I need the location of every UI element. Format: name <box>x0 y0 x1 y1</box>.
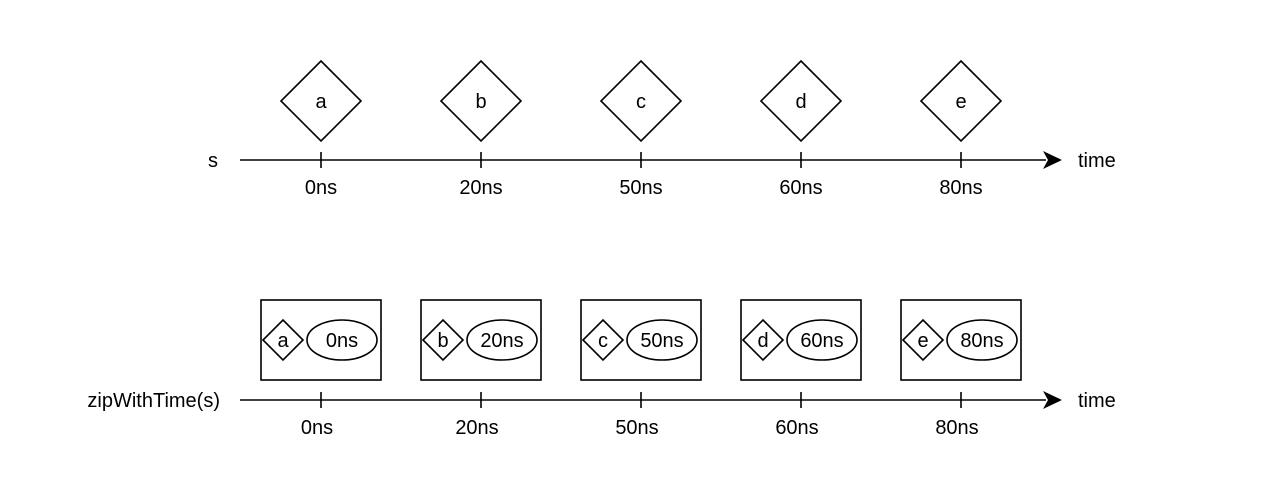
value-diamond <box>901 318 945 362</box>
top-timeline: s time a 0ns b 20ns c 50ns d 60ns e 80ns <box>208 59 1116 199</box>
value-diamond <box>279 59 363 143</box>
value-label: d <box>795 91 806 113</box>
top-event: b 20ns <box>439 59 523 199</box>
tick-label: 50ns <box>619 177 662 199</box>
top-event: c 50ns <box>599 59 683 199</box>
value-label: b <box>437 330 448 352</box>
value-label: e <box>917 330 928 352</box>
bottom-event: b 20ns 20ns <box>420 299 542 439</box>
time-value-label: 50ns <box>640 330 683 352</box>
value-label: c <box>636 91 646 113</box>
tick-label: 60ns <box>775 417 818 439</box>
value-diamond <box>439 59 523 143</box>
value-diamond <box>599 59 683 143</box>
bottom-event: a 0ns 0ns <box>260 299 382 439</box>
bottom-event: d 60ns 60ns <box>740 299 862 439</box>
tick-label: 20ns <box>459 177 502 199</box>
value-label: a <box>315 91 327 113</box>
tick-label: 20ns <box>455 417 498 439</box>
bottom-events: a 0ns 0ns b 20ns 20ns c 50ns 50ns d 60ns 60ns e 80ns 8… <box>260 299 1022 439</box>
time-value-label: 80ns <box>960 330 1003 352</box>
tuple-box <box>900 299 1022 381</box>
value-diamond <box>581 318 625 362</box>
value-label: c <box>598 330 608 352</box>
time-ellipse <box>306 319 378 361</box>
tuple-box <box>740 299 862 381</box>
time-value-label: 60ns <box>800 330 843 352</box>
tick-label: 60ns <box>779 177 822 199</box>
tuple-box <box>420 299 542 381</box>
bottom-timeline: zipWithTime(s) time a 0ns 0ns b 20ns 20ns c 50n… <box>87 299 1116 439</box>
tick-label: 0ns <box>305 177 337 199</box>
value-label: d <box>757 330 768 352</box>
time-ellipse <box>946 319 1018 361</box>
tick-label: 80ns <box>935 417 978 439</box>
bottom-axis-label: time <box>1078 390 1116 412</box>
top-event: d 60ns <box>759 59 843 199</box>
bottom-event: e 80ns 80ns <box>900 299 1022 439</box>
bottom-event: c 50ns 50ns <box>580 299 702 439</box>
top-axis-arrowhead <box>1043 151 1062 169</box>
tick-label: 0ns <box>301 417 333 439</box>
top-event: a 0ns <box>279 59 363 199</box>
time-ellipse <box>626 319 698 361</box>
tick-label: 80ns <box>939 177 982 199</box>
top-timeline-label: s <box>208 150 218 172</box>
bottom-axis-arrowhead <box>1043 391 1062 409</box>
tuple-box <box>260 299 382 381</box>
value-diamond <box>919 59 1003 143</box>
time-value-label: 20ns <box>480 330 523 352</box>
top-axis-label: time <box>1078 150 1116 172</box>
time-ellipse <box>786 319 858 361</box>
bottom-timeline-label: zipWithTime(s) <box>87 390 220 412</box>
value-label: b <box>475 91 486 113</box>
value-label: e <box>955 91 966 113</box>
value-diamond <box>741 318 785 362</box>
time-value-label: 0ns <box>326 330 358 352</box>
value-label: a <box>277 330 289 352</box>
value-diamond <box>421 318 465 362</box>
value-diamond <box>759 59 843 143</box>
value-diamond <box>261 318 305 362</box>
tick-label: 50ns <box>615 417 658 439</box>
time-ellipse <box>466 319 538 361</box>
tuple-box <box>580 299 702 381</box>
top-event: e 80ns <box>919 59 1003 199</box>
top-events: a 0ns b 20ns c 50ns d 60ns e 80ns <box>279 59 1003 199</box>
